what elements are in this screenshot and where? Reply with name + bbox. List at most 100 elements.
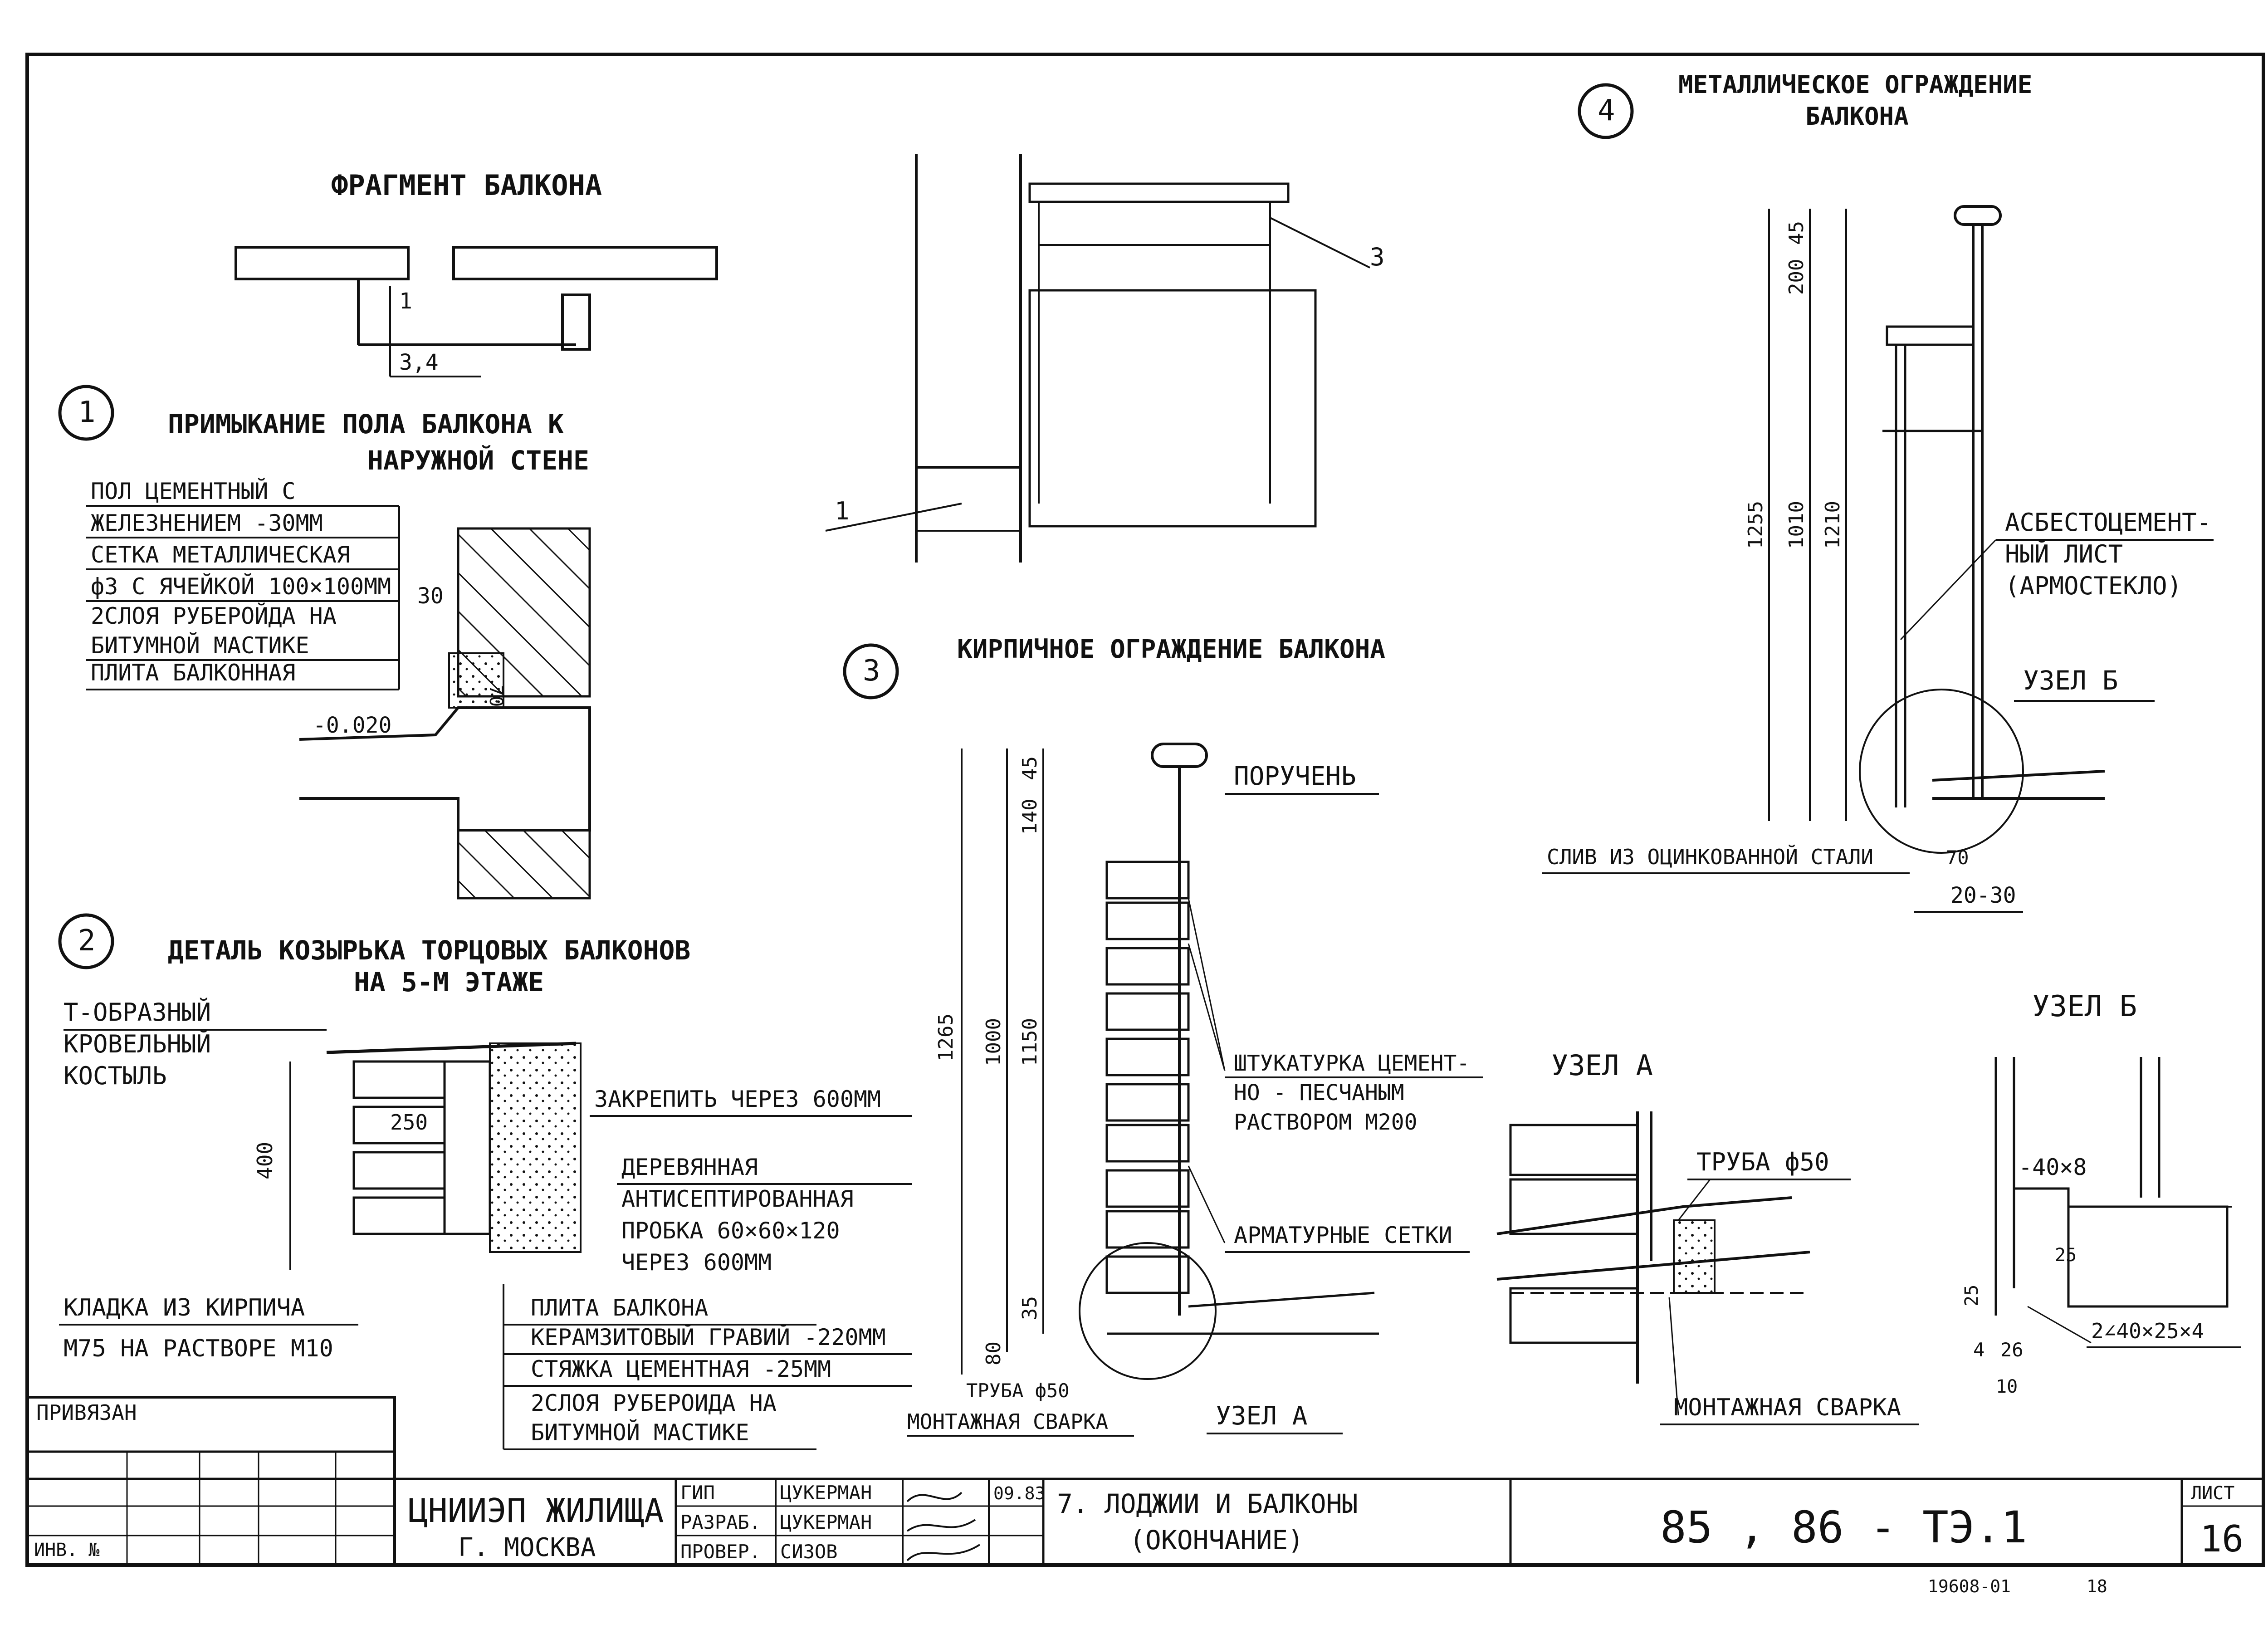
section-3-badge xyxy=(843,643,899,700)
svg-text:ф3 С ЯЧЕЙКОЙ 100×100ММ: ф3 С ЯЧЕЙКОЙ 100×100ММ xyxy=(91,573,391,600)
sheet-title: 7. ЛОДЖИИ И БАЛКОНЫ xyxy=(1057,1488,1358,1519)
svg-text:РАЗРАБ.: РАЗРАБ. xyxy=(680,1511,761,1533)
svg-text:ТРУБА ф50: ТРУБА ф50 xyxy=(966,1380,1070,1402)
section-4-title: МЕТАЛЛИЧЕСКОЕ ОГРАЖДЕНИЕ xyxy=(1678,70,2032,99)
svg-text:МОНТАЖНАЯ СВАРКА: МОНТАЖНАЯ СВАРКА xyxy=(1674,1394,1901,1421)
svg-text:СЛИВ ИЗ ОЦИНКОВАННОЙ СТАЛИ: СЛИВ ИЗ ОЦИНКОВАННОЙ СТАЛИ xyxy=(1547,845,1873,869)
svg-text:ЖЕЛЕЗНЕНИЕМ -30ММ: ЖЕЛЕЗНЕНИЕМ -30ММ xyxy=(91,510,323,536)
node-a-title: УЗЕЛ А xyxy=(1551,1049,1653,1082)
dim-250: 250 xyxy=(390,1110,428,1135)
svg-text:ПОРУЧЕНЬ: ПОРУЧЕНЬ xyxy=(1234,762,1356,791)
handrail xyxy=(1151,743,1208,768)
svg-text:ЦУКЕРМАН: ЦУКЕРМАН xyxy=(780,1482,872,1504)
svg-text:1010: 1010 xyxy=(1785,501,1808,549)
svg-text:РАСТВОРОМ М200: РАСТВОРОМ М200 xyxy=(1234,1110,1418,1135)
fragment-label-34: 3,4 xyxy=(399,350,439,375)
inventory-label: ИНВ. № xyxy=(34,1540,100,1561)
svg-text:МОНТАЖНАЯ СВАРКА: МОНТАЖНАЯ СВАРКА xyxy=(907,1409,1108,1434)
node-b-circle xyxy=(1859,689,2024,854)
node-a-circle xyxy=(1079,1242,1217,1380)
svg-text:ГИП: ГИП xyxy=(680,1482,715,1504)
svg-text:25: 25 xyxy=(2055,1245,2077,1266)
dim-400: 400 xyxy=(253,1142,277,1179)
dim-30: 30 xyxy=(417,583,444,609)
svg-text:10: 10 xyxy=(1996,1376,2018,1397)
node-a-detail: УЗЕЛ А ТРУБА ф50 МОНТАЖНАЯ СВАРКА xyxy=(1496,1049,1919,1425)
document-code: 85 , 86 - ТЭ.1 xyxy=(1660,1502,2027,1553)
svg-text:4: 4 xyxy=(1973,1339,1984,1361)
svg-text:4: 4 xyxy=(1598,94,1615,127)
section-4-badge xyxy=(1578,83,1634,139)
svg-text:ЗАКРЕПИТЬ ЧЕРЕЗ 600ММ: ЗАКРЕПИТЬ ЧЕРЕЗ 600ММ xyxy=(594,1086,881,1112)
svg-text:КРОВЕЛЬНЫЙ: КРОВЕЛЬНЫЙ xyxy=(64,1030,211,1058)
svg-text:1255: 1255 xyxy=(1744,501,1767,549)
section-2-badge xyxy=(58,913,114,969)
svg-text:СЕТКА МЕТАЛЛИЧЕСКАЯ: СЕТКА МЕТАЛЛИЧЕСКАЯ xyxy=(91,542,350,568)
section-3-title: КИРПИЧНОЕ ОГРАЖДЕНИЕ БАЛКОНА xyxy=(957,635,1385,664)
node-b-detail: УЗЕЛ Б -40×8 25 25 4 26 10 2∠40×25×4 xyxy=(1961,990,2241,1397)
section-2-title-2: НА 5-М ЭТАЖЕ xyxy=(354,967,544,998)
svg-text:200: 200 xyxy=(1785,259,1808,295)
organization-city: Г. МОСКВА xyxy=(458,1533,596,1562)
section-1-layer-list: ПОЛ ЦЕМЕНТНЫЙ С ЖЕЛЕЗНЕНИЕМ -30ММ СЕТКА … xyxy=(91,478,391,686)
svg-text:45: 45 xyxy=(1018,756,1041,780)
svg-text:КОСТЫЛЬ: КОСТЫЛЬ xyxy=(64,1062,167,1090)
svg-text:БИТУМНОЙ МАСТИКЕ: БИТУМНОЙ МАСТИКЕ xyxy=(91,632,309,659)
svg-text:35: 35 xyxy=(1018,1296,1041,1320)
svg-text:АНТИСЕПТИРОВАННАЯ: АНТИСЕПТИРОВАННАЯ xyxy=(621,1186,854,1212)
svg-text:140: 140 xyxy=(1018,799,1041,835)
svg-text:1150: 1150 xyxy=(1018,1018,1041,1066)
svg-text:АРМАТУРНЫЕ СЕТКИ: АРМАТУРНЫЕ СЕТКИ xyxy=(1234,1222,1452,1248)
section-1-title-2: НАРУЖНОЙ СТЕНЕ xyxy=(367,445,589,476)
date-text: 09.83 xyxy=(993,1483,1045,1503)
section-4-title-2: БАЛКОНА xyxy=(1805,102,1909,131)
svg-text:(АРМОСТЕКЛО): (АРМОСТЕКЛО) xyxy=(2005,572,2182,600)
section-1-title: ПРИМЫКАНИЕ ПОЛА БАЛКОНА К xyxy=(168,409,564,440)
fragment-label-1: 1 xyxy=(399,289,412,314)
svg-text:БИТУМНОЙ МАСТИКЕ: БИТУМНОЙ МАСТИКЕ xyxy=(531,1419,749,1446)
metal-handrail xyxy=(1954,205,2002,226)
svg-text:2СЛОЯ РУБЕРОЙДА НА: 2СЛОЯ РУБЕРОЙДА НА xyxy=(91,602,337,629)
sheet-border xyxy=(25,53,2265,1567)
svg-text:ПЛИТА БАЛКОННАЯ: ПЛИТА БАЛКОННАЯ xyxy=(91,660,296,686)
plan-label-3: 3 xyxy=(1370,243,1385,271)
svg-text:УЗЕЛ Б: УЗЕЛ Б xyxy=(2023,665,2118,696)
title-block: ПРИВЯЗАН ИНВ. № ЦНИИЭП ЖИЛИЩА Г. МОСКВА … xyxy=(26,1396,2263,1596)
svg-text:2: 2 xyxy=(78,924,96,958)
svg-text:НО - ПЕСЧАНЫМ: НО - ПЕСЧАНЫМ xyxy=(1234,1080,1404,1106)
svg-text:1: 1 xyxy=(78,396,96,429)
svg-text:М75 НА РАСТВОРЕ М10: М75 НА РАСТВОРЕ М10 xyxy=(64,1335,333,1362)
plan-label-1: 1 xyxy=(835,497,850,525)
section-2-canopy-detail: 2 ДЕТАЛЬ КОЗЫРЬКА ТОРЦОВЫХ БАЛКОНОВ НА 5… xyxy=(58,913,912,1450)
fragment-title: ФРАГМЕНТ БАЛКОНА xyxy=(331,169,602,202)
svg-text:НЫЙ ЛИСТ: НЫЙ ЛИСТ xyxy=(2005,540,2123,568)
svg-text:26: 26 xyxy=(2000,1339,2024,1361)
section-2-title: ДЕТАЛЬ КОЗЫРЬКА ТОРЦОВЫХ БАЛКОНОВ xyxy=(168,935,690,966)
section-3-brick-railing: 3 КИРПИЧНОЕ ОГРАЖДЕНИЕ БАЛКОНА 1265 1000… xyxy=(843,635,1483,1437)
svg-text:ДЕРЕВЯННАЯ: ДЕРЕВЯННАЯ xyxy=(621,1154,758,1180)
svg-text:80: 80 xyxy=(982,1341,1005,1365)
brick-column xyxy=(1105,861,1190,1294)
section-4-metal-railing: 4 МЕТАЛЛИЧЕСКОЕ ОГРАЖДЕНИЕ БАЛКОНА 1255 … xyxy=(1542,70,2214,913)
svg-text:25: 25 xyxy=(1961,1285,1982,1306)
svg-text:1210: 1210 xyxy=(1821,501,1844,549)
svg-text:45: 45 xyxy=(1785,221,1808,245)
svg-text:70: 70 xyxy=(1946,846,1969,869)
node-b-title: УЗЕЛ Б xyxy=(2032,990,2137,1023)
svg-text:УЗЕЛ А: УЗЕЛ А xyxy=(1216,1401,1307,1431)
sheet-label: ЛИСТ xyxy=(2191,1483,2234,1504)
archive-code: 19608-01 xyxy=(1928,1576,2011,1596)
section-2-slab-table: ПЛИТА БАЛКОНА КЕРАМЗИТОВЫЙ ГРАВИЙ -220ММ… xyxy=(531,1295,886,1446)
svg-text:ТРУБА ф50: ТРУБА ф50 xyxy=(1696,1148,1829,1176)
svg-text:АСБЕСТОЦЕМЕНТ-: АСБЕСТОЦЕМЕНТ- xyxy=(2005,508,2211,537)
svg-text:ПОЛ ЦЕМЕНТНЫЙ С: ПОЛ ЦЕМЕНТНЫЙ С xyxy=(91,478,296,504)
svg-text:1000: 1000 xyxy=(982,1018,1005,1066)
balcony-plan-view: 3 1 xyxy=(825,154,1385,563)
svg-text:Т-ОБРАЗНЫЙ: Т-ОБРАЗНЫЙ xyxy=(64,998,211,1027)
signature xyxy=(906,1492,981,1561)
svg-text:2СЛОЯ РУБЕРОИДА НА: 2СЛОЯ РУБЕРОИДА НА xyxy=(531,1390,777,1416)
svg-text:ЦУКЕРМАН: ЦУКЕРМАН xyxy=(780,1511,872,1533)
svg-text:3: 3 xyxy=(863,654,880,688)
svg-text:1265: 1265 xyxy=(934,1013,958,1062)
